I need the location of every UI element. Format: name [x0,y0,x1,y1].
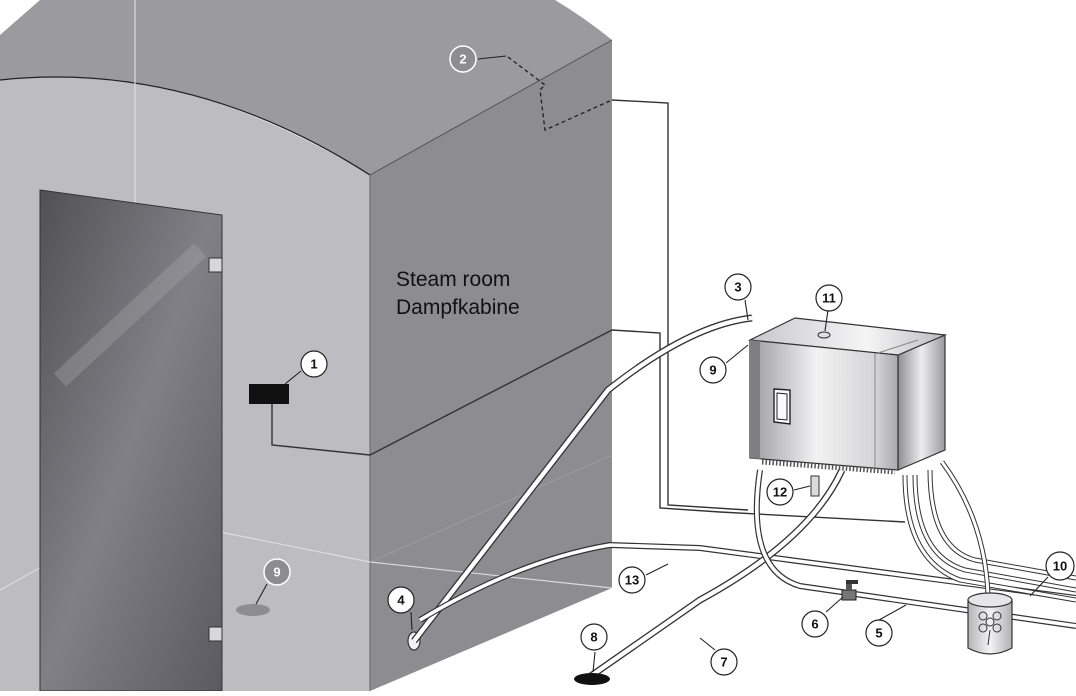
callout-5-label: 5 [875,626,882,641]
room-label-line2: Dampfkabine [396,296,520,319]
callout-5: 5 [865,619,893,647]
callout-6-label: 6 [811,617,818,632]
callout-7: 7 [710,648,738,676]
top-port [817,331,831,339]
bottom-outlet [810,475,820,497]
callout-8-label: 8 [590,630,597,645]
vent-grille [761,459,896,475]
callout-3-label: 3 [734,280,741,295]
callout-10: 10 [1045,551,1075,581]
callout-7-label: 7 [720,655,727,670]
callout-4: 4 [387,586,415,614]
callout-1-label: 1 [310,357,317,372]
callout-4-label: 4 [397,593,405,608]
callout-9-floor: 9 [263,558,291,586]
door-hinge-bottom [208,626,223,642]
callout-3: 3 [724,273,752,301]
tank-hose [940,461,990,596]
callout-6: 6 [801,610,829,638]
shutoff-valve [841,580,858,601]
roof-arc-line [0,76,371,176]
control-panel-cable [271,329,906,523]
callout-11-label: 11 [822,291,836,306]
callout-11: 11 [815,284,843,312]
callout-2-label: 2 [459,52,466,67]
door-hinge-top [208,257,223,273]
callout-13: 13 [618,566,646,594]
drain-pipe [586,469,845,680]
callout-13-label: 13 [625,573,639,588]
roof-edge [369,39,613,176]
generator-display [773,388,791,425]
callout-12: 12 [766,478,794,506]
power-cable-b [913,474,1076,592]
water-supply-pipe [755,469,1076,628]
callout-2: 2 [449,45,477,73]
room-roof [0,0,612,175]
aroma-tank [967,592,1013,655]
flower-icon [978,611,1002,646]
steam-generator [747,317,948,497]
callout-leaders [255,55,1049,673]
floor-drain [574,673,610,685]
control-panel [249,384,289,404]
sensor-dashed-cable [507,56,613,131]
power-cable-a [903,474,1076,602]
steam-pipe [412,315,753,643]
room-front-wall [370,40,612,691]
door-reflection [53,243,207,387]
callout-8: 8 [580,623,608,651]
floor-marker-ellipse [236,604,270,616]
callout-9-floor-label: 9 [273,565,280,580]
room-label-line1: Steam room [396,268,510,291]
glass-door [39,189,223,692]
power-cable-c [928,469,1076,580]
sensor-cable [611,99,749,511]
callout-10-label: 10 [1053,559,1067,574]
callout-1: 1 [300,350,328,378]
callout-12-label: 12 [773,485,787,500]
callout-9-generator-label: 9 [709,363,716,378]
floor-back-edge [369,454,613,563]
callout-9-generator: 9 [699,356,727,384]
